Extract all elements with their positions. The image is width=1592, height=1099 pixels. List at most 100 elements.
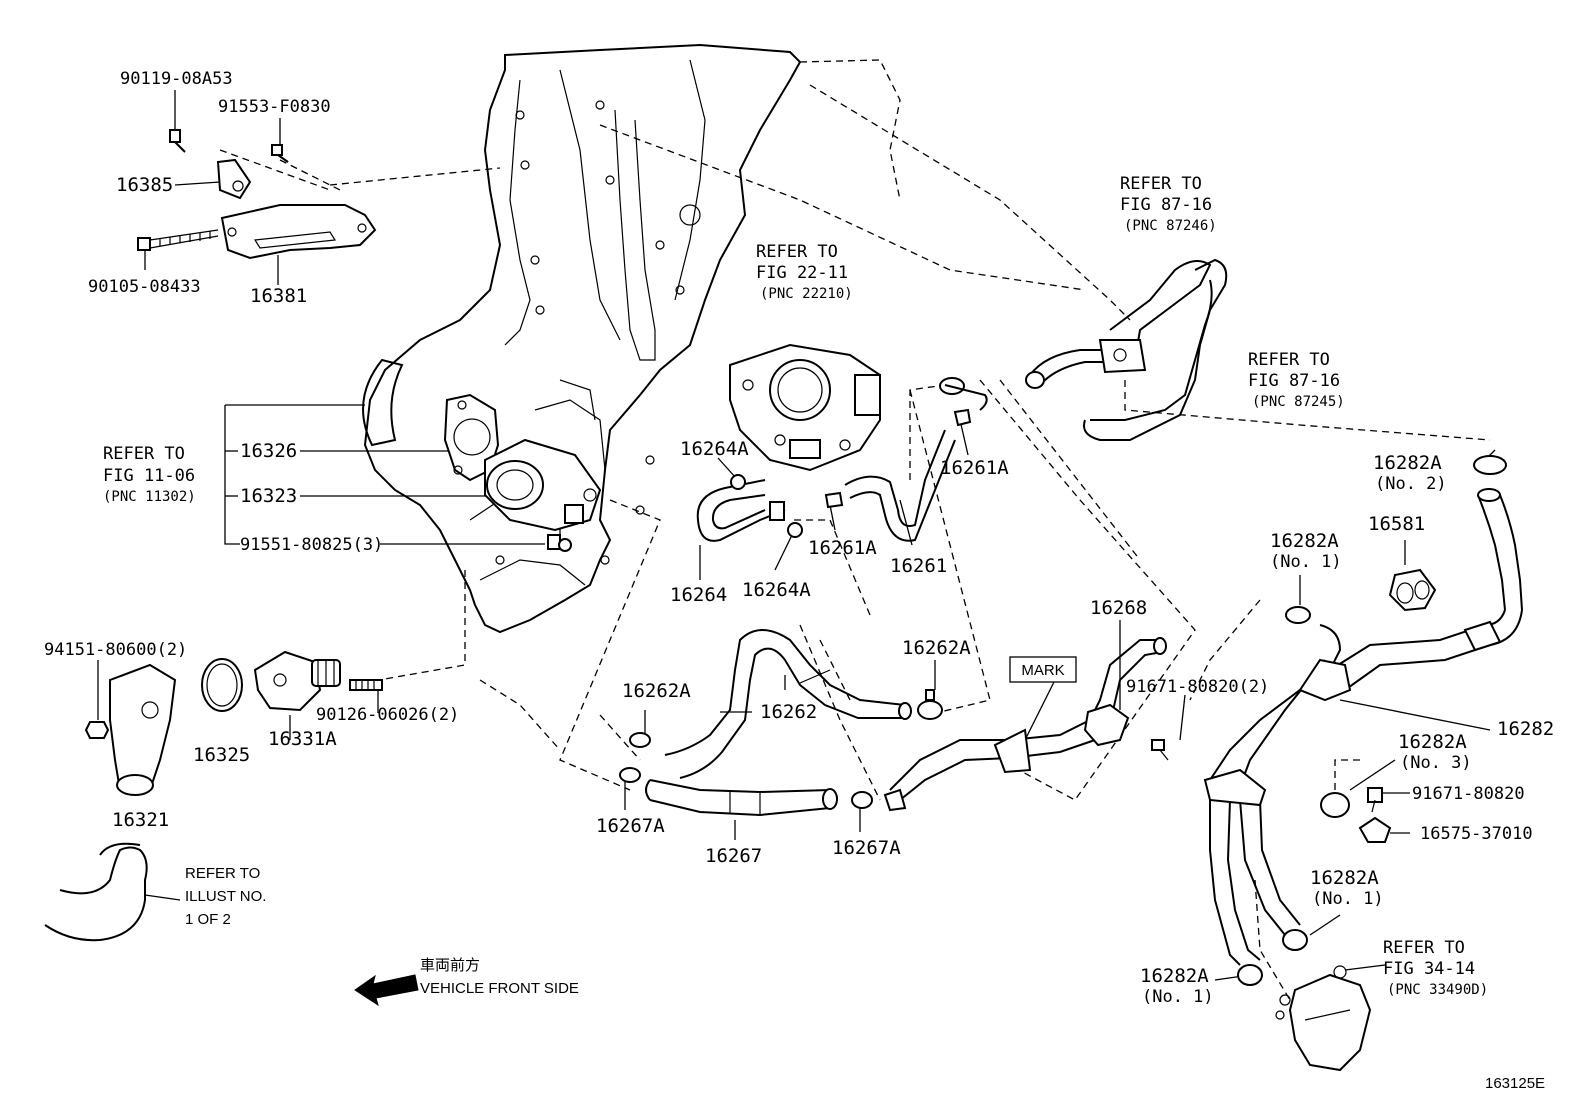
clamp-16264A-b (787, 522, 803, 538)
ref-fig87-16-b: REFER TO FIG 87-16 (PNC 87245) (1248, 350, 1345, 410)
sublabel-no1a: (No. 1) (1270, 552, 1342, 572)
label-16267A-right: 16267A (832, 837, 901, 859)
clamp-16262A-a (629, 732, 651, 748)
label-16262: 16262 (760, 701, 817, 723)
ref-fig34-line1: REFER TO (1383, 938, 1465, 958)
label-16325: 16325 (193, 744, 250, 766)
hose-16267 (645, 779, 838, 817)
bolt-91553 (271, 144, 289, 163)
label-16282: 16282 (1497, 718, 1554, 740)
hose-16282-upper (1329, 488, 1523, 691)
ref-illust-line2: ILLUST NO. (185, 888, 266, 905)
outlet-16321 (109, 663, 177, 796)
ref-fig87a-line3: (PNC 87246) (1124, 218, 1217, 234)
clamp-16282A-no3 (1320, 792, 1350, 818)
ref-fig87b-line3: (PNC 87245) (1252, 394, 1345, 410)
label-16282A-no1c: 16282A (1140, 965, 1209, 987)
label-91551-80825: 91551-80825(3) (240, 535, 383, 555)
bolt-91671 (1367, 787, 1383, 813)
ref-fig11-06: REFER TO FIG 11-06 (PNC 11302) (103, 444, 196, 505)
clamp-16282A-no1c (1237, 964, 1263, 986)
mark-label: MARK (1021, 662, 1064, 679)
bolt-91671-2 (1151, 739, 1169, 761)
label-16267A-left: 16267A (596, 815, 665, 837)
ref-fig87-16-a: REFER TO FIG 87-16 (PNC 87246) (1120, 174, 1217, 234)
ref-illust: REFER TO ILLUST NO. 1 OF 2 (185, 865, 266, 928)
label-16282A-no3: 16282A (1398, 731, 1467, 753)
hose-illust-ref (44, 842, 148, 942)
label-90119-08A53: 90119-08A53 (120, 69, 233, 89)
label-91553-F0830: 91553-F0830 (218, 97, 331, 117)
bracket-16385 (216, 158, 252, 200)
ref-fig87b-line1: REFER TO (1248, 350, 1330, 370)
clamp-16261A-b (824, 491, 844, 509)
label-16282A-no1a: 16282A (1270, 530, 1339, 552)
hose-16261 (844, 377, 988, 542)
ref-fig87a-line2: FIG 87-16 (1120, 195, 1212, 215)
label-91671-80820-2: 91671-80820(2) (1126, 677, 1269, 697)
label-16262A-left: 16262A (622, 680, 691, 702)
figure-id: 163125E (1485, 1075, 1545, 1092)
label-16267: 16267 (705, 845, 762, 867)
ref-fig22-line3: (PNC 22210) (760, 286, 853, 302)
clamp-16267A-b (851, 791, 873, 809)
label-16581: 16581 (1368, 513, 1425, 535)
bolt-90119 (169, 129, 186, 153)
label-91671-80820: 91671-80820 (1412, 784, 1525, 804)
pipe-16268 (883, 637, 1167, 812)
ref-fig22-line1: REFER TO (756, 242, 838, 262)
clamp-16282A-no2 (1473, 455, 1507, 475)
label-16282A-no2: 16282A (1373, 452, 1442, 474)
gasket-16325 (201, 658, 243, 712)
throttle-body (729, 343, 881, 472)
ref-fig34-line3: (PNC 33490D) (1387, 982, 1488, 998)
ref-fig87a-line1: REFER TO (1120, 174, 1202, 194)
label-16261: 16261 (890, 555, 947, 577)
clamp-16581 (1388, 568, 1437, 612)
label-16268: 16268 (1090, 597, 1147, 619)
ref-fig11-line1: REFER TO (103, 444, 185, 464)
clamp-16264A-a (730, 474, 746, 490)
ref-fig34-line2: FIG 34-14 (1383, 959, 1475, 979)
front-side-jp: 車両前方 (420, 957, 480, 974)
engine-cover-outline (362, 43, 802, 634)
ref-fig22-11: REFER TO FIG 22-11 (PNC 22210) (756, 242, 853, 302)
bolt-91551 (547, 534, 572, 552)
leader-dashes (219, 59, 1491, 1001)
label-94151-80600: 94151-80600(2) (44, 640, 187, 660)
bracket-16381 (220, 204, 377, 260)
label-16323: 16323 (240, 485, 297, 507)
label-16261A-right: 16261A (940, 457, 1009, 479)
part-labels: 90119-08A53 91553-F0830 16385 90105-0843… (44, 69, 1554, 1007)
bolt-90105 (137, 229, 219, 251)
thermostat-16331A (253, 650, 341, 712)
label-16264A-lower: 16264A (742, 579, 811, 601)
clamp-16282A-no1a (1285, 606, 1311, 624)
ref-illust-line3: 1 OF 2 (185, 911, 231, 928)
front-arrow (354, 974, 419, 1007)
ref-fig34-14: REFER TO FIG 34-14 (PNC 33490D) (1383, 938, 1488, 998)
clamp-16262A-b (917, 689, 943, 720)
ref-fig22-line2: FIG 22-11 (756, 263, 848, 283)
hose-16262 (664, 629, 912, 779)
front-side-en: VEHICLE FRONT SIDE (420, 980, 579, 997)
cooler-34-14 (1275, 965, 1372, 1072)
ref-fig11-line2: FIG 11-06 (103, 466, 195, 486)
label-16264A-upper: 16264A (680, 438, 749, 460)
nut-94151 (84, 721, 110, 739)
housing-16323 (484, 438, 602, 532)
label-16385: 16385 (116, 174, 173, 196)
label-16262A-right: 16262A (902, 637, 971, 659)
label-90105-08433: 90105-08433 (88, 277, 201, 297)
sublabel-no2: (No. 2) (1375, 474, 1447, 494)
label-16264: 16264 (670, 584, 727, 606)
label-90126-06026: 90126-06026(2) (316, 705, 459, 725)
clamp-16261A-a (953, 408, 972, 427)
stud-90126 (349, 679, 383, 691)
label-16261A-left: 16261A (808, 537, 877, 559)
sublabel-no1b: (No. 1) (1312, 889, 1384, 909)
label-16575-37010: 16575-37010 (1420, 824, 1533, 844)
label-16326: 16326 (240, 440, 297, 462)
mark-box: MARK (1009, 656, 1077, 683)
